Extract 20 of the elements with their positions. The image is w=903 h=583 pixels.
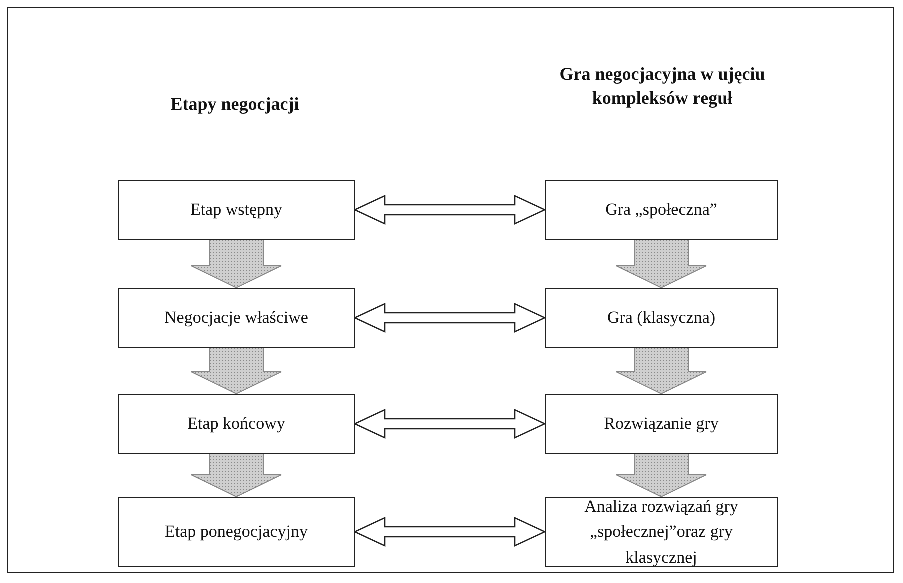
column-heading: Etapy negocjacji xyxy=(170,93,300,116)
block-arrow xyxy=(191,240,282,289)
block-arrow xyxy=(616,348,707,395)
block-arrow xyxy=(616,454,707,498)
block-arrow xyxy=(353,194,547,226)
column-heading: Gra negocjacyjna w ujęciu kompleksów reguł xyxy=(558,63,766,110)
block-arrow xyxy=(616,240,707,289)
process-box: Etap końcowy xyxy=(118,394,355,454)
block-arrow xyxy=(191,348,282,395)
process-box: Rozwiązanie gry xyxy=(545,394,778,454)
block-arrow xyxy=(353,408,547,440)
process-box: Gra (klasyczna) xyxy=(545,288,778,348)
process-box: Etap wstępny xyxy=(118,180,355,240)
process-box: Negocjacje właściwe xyxy=(118,288,355,348)
block-arrow xyxy=(353,302,547,334)
process-box: Etap ponegocjacyjny xyxy=(118,497,355,567)
process-box: Gra „społeczna” xyxy=(545,180,778,240)
process-box: Analiza rozwiązań gry „społecznej”oraz gry klasycznej xyxy=(545,497,778,567)
block-arrow xyxy=(353,516,547,548)
block-arrow xyxy=(191,454,282,498)
